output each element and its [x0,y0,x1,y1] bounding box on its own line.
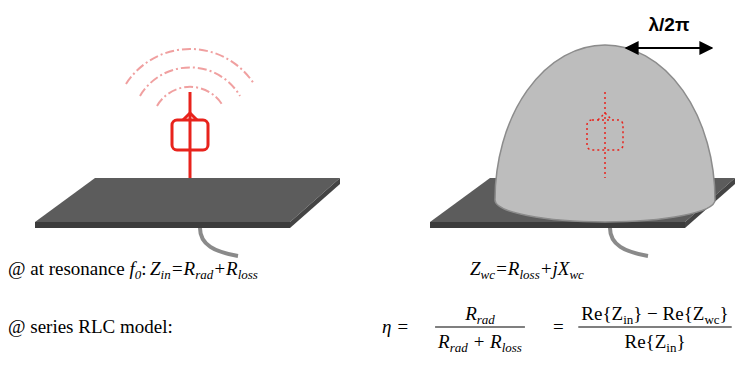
coax-cable [610,228,648,256]
fraction-numerator: Re{Zin} − Re{Zwc} [581,303,728,325]
wheeler-cap [495,45,715,222]
condition-label: @ at resonance f0: [8,258,146,280]
antenna [172,92,208,178]
dimension-label: λ/2π [649,14,690,36]
impedance-equation: Zin=Rrad+Rloss [150,258,258,280]
dimension-arrow [626,47,712,49]
fraction-denominator: Re{Zin} [624,331,685,353]
impedance-equation: Zwc=Rloss+jXwc [470,258,584,280]
fraction-numerator: Rrad [465,303,495,325]
fraction-denominator: Rrad + Rloss [438,331,522,353]
ground-plane [35,178,340,228]
coax-cable [200,228,238,256]
efficiency-symbol: η = [382,316,409,338]
antenna [587,92,623,178]
equals-sign: = [553,316,564,338]
model-label: @ series RLC model: [8,316,173,338]
